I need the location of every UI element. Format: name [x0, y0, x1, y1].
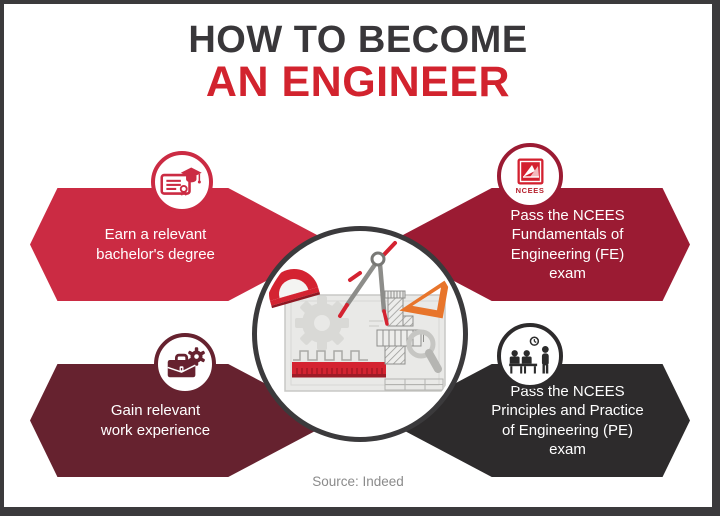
- interview-people-icon: [497, 323, 563, 389]
- source-attribution: Source: Indeed: [312, 474, 404, 489]
- interview-people-icon-art: [509, 336, 549, 374]
- step-label-bachelors-degree: Earn a relevant bachelor's degree: [30, 225, 335, 264]
- step-label-line: Engineering (FE): [510, 245, 625, 263]
- gear-drawing: [295, 296, 349, 350]
- ncees-badge-label: NCEES: [515, 185, 545, 195]
- briefcase-gear-icon: [154, 333, 216, 395]
- center-illustration-circle: [252, 226, 468, 442]
- step-label-line: Principles and Practice: [491, 402, 644, 419]
- diploma-graduation-cap-icon: [151, 151, 213, 213]
- set-square-icon: [399, 276, 450, 319]
- title-line-2: AN ENGINEER: [205, 58, 511, 107]
- diploma-icon-art: [160, 167, 202, 196]
- step-label-line: Earn a relevant: [104, 226, 207, 243]
- title-block-drawing: [384, 378, 444, 391]
- drafting-compass-icon: [338, 241, 397, 326]
- engineering-drawing-illustration: [269, 241, 450, 392]
- step-label-line: Gain relevant: [110, 402, 201, 419]
- red-ruler: [292, 362, 386, 378]
- step-label-line: exam: [549, 441, 586, 458]
- protractor-icon: [269, 269, 321, 309]
- step-label-line: work experience: [100, 421, 211, 439]
- step-label-line: bachelor's degree: [96, 245, 215, 263]
- ncees-logo-art: [517, 158, 543, 184]
- title-line-1: HOW TO BECOME: [188, 19, 528, 61]
- briefcase-icon-art: [167, 347, 205, 378]
- step-label-line: of Engineering (PE): [502, 421, 633, 439]
- machined-part-drawing: [376, 290, 426, 365]
- step-label-work-experience: Gain relevant work experience: [30, 401, 335, 440]
- magnifier-icon: [406, 329, 442, 373]
- step-label-pe-exam: Pass the NCEES Principles and Practice o…: [385, 382, 690, 460]
- ncees-logo-icon: NCEES: [497, 143, 563, 209]
- step-label-fe-exam: Pass the NCEES Fundamentals of Engineeri…: [385, 206, 690, 284]
- step-label-line: Fundamentals of: [511, 226, 624, 243]
- rack-teeth-drawing: [293, 350, 368, 361]
- step-label-line: exam: [549, 265, 586, 282]
- step-label-line: Pass the NCEES: [510, 206, 625, 224]
- page-title: HOW TO BECOME AN ENGINEER: [4, 19, 712, 107]
- step-label-line: Pass the NCEES: [510, 382, 625, 400]
